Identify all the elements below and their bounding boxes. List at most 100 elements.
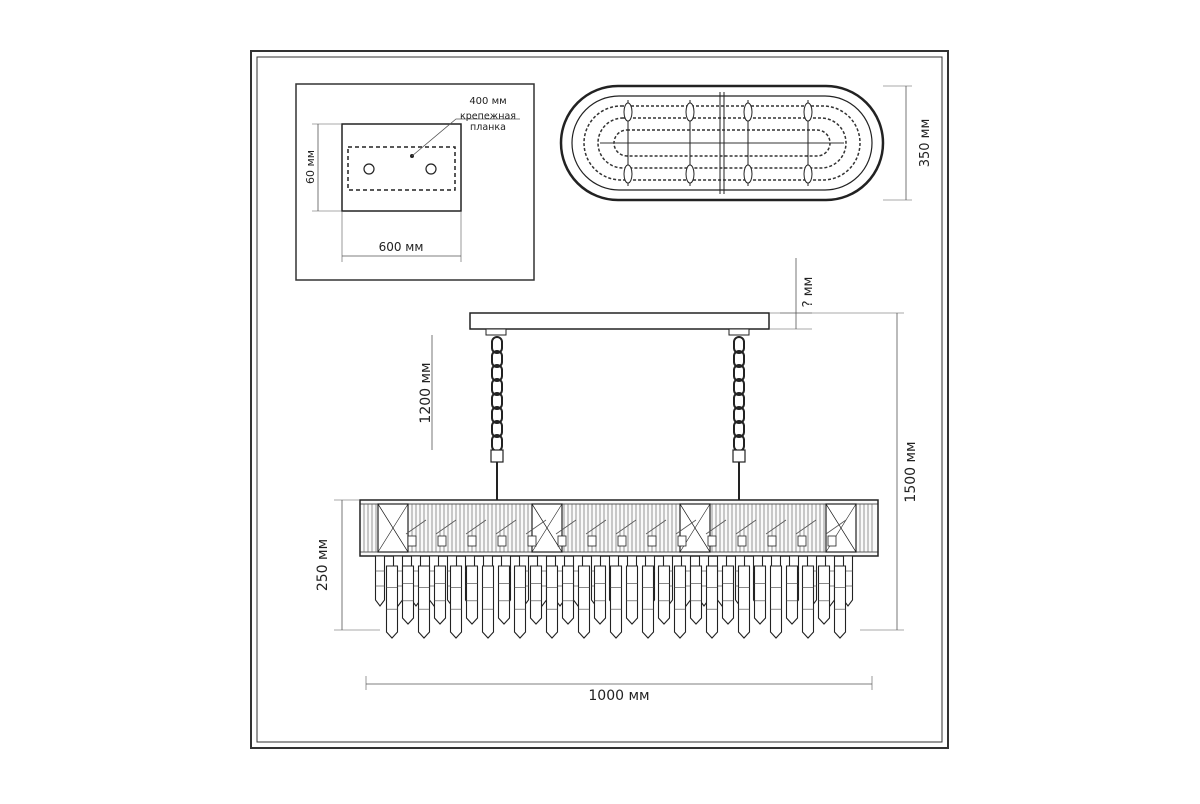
chain-link bbox=[491, 420, 503, 438]
hanging-crystal bbox=[785, 565, 799, 625]
top-view-ring-4 bbox=[597, 117, 847, 169]
chain-right bbox=[733, 336, 745, 452]
mount-plate-inset: 400 мм крепежная планка 60 мм 600 мм bbox=[295, 83, 535, 281]
body-bulb bbox=[557, 535, 567, 547]
body-height-label: 250 мм bbox=[315, 539, 331, 591]
chain-link bbox=[491, 406, 503, 424]
hanging-crystal bbox=[769, 565, 783, 639]
front-view: ? мм 1200 мм 1500 мм 250 мм 1000 мм bbox=[315, 258, 919, 704]
body-bulb bbox=[767, 535, 777, 547]
chain-left bbox=[491, 336, 503, 452]
body-bulb bbox=[617, 535, 627, 547]
body-ribs bbox=[363, 504, 873, 552]
hanging-crystal bbox=[417, 565, 431, 639]
hanging-crystal bbox=[529, 565, 543, 625]
hanging-crystal bbox=[817, 565, 831, 625]
body-wire bbox=[555, 519, 577, 535]
body-wire bbox=[435, 519, 457, 535]
hanging-crystal bbox=[385, 565, 399, 639]
chain-link bbox=[733, 336, 745, 354]
chain-link bbox=[733, 364, 745, 382]
chain-link bbox=[491, 378, 503, 396]
body-bulb bbox=[647, 535, 657, 547]
chain-connector-left bbox=[490, 449, 504, 463]
chain-link bbox=[491, 364, 503, 382]
hanging-crystal bbox=[689, 565, 703, 625]
body-bulb bbox=[737, 535, 747, 547]
top-view-bulb bbox=[623, 102, 633, 122]
hanging-crystal bbox=[577, 565, 591, 639]
body-bulb bbox=[467, 535, 477, 547]
chain-link bbox=[491, 350, 503, 368]
hanging-crystal bbox=[657, 565, 671, 625]
hanging-crystal bbox=[705, 565, 719, 639]
outer-frame bbox=[250, 50, 949, 749]
lamp-body bbox=[359, 499, 879, 557]
body-wire bbox=[525, 519, 547, 535]
top-view: 350 мм bbox=[559, 84, 933, 202]
body-wire bbox=[465, 519, 487, 535]
body-bulb bbox=[527, 535, 537, 547]
top-view-bulb bbox=[803, 102, 813, 122]
body-bulb bbox=[677, 535, 687, 547]
top-view-bulb bbox=[623, 164, 633, 184]
chain-link bbox=[733, 350, 745, 368]
top-view-bulb bbox=[685, 102, 695, 122]
body-square-facet bbox=[377, 503, 409, 553]
plate-size-label: 400 мм bbox=[469, 96, 506, 107]
body-wire bbox=[615, 519, 637, 535]
hanging-crystal bbox=[497, 565, 511, 625]
chain-link bbox=[733, 406, 745, 424]
hanging-crystal bbox=[641, 565, 655, 639]
body-square-facet bbox=[531, 503, 563, 553]
chain-link bbox=[491, 336, 503, 354]
canopy-hook-left bbox=[485, 328, 507, 336]
body-wire bbox=[735, 519, 757, 535]
body-bulbs bbox=[405, 519, 847, 547]
top-view-bulb bbox=[743, 164, 753, 184]
chain-link bbox=[733, 420, 745, 438]
body-bulb bbox=[797, 535, 807, 547]
hanging-crystal bbox=[465, 565, 479, 625]
body-wire bbox=[705, 519, 727, 535]
body-wire bbox=[765, 519, 787, 535]
hanging-crystal bbox=[433, 565, 447, 625]
body-wire bbox=[585, 519, 607, 535]
ceiling-canopy bbox=[469, 312, 770, 330]
top-view-bulb bbox=[743, 102, 753, 122]
body-wire bbox=[675, 519, 697, 535]
body-bulb bbox=[497, 535, 507, 547]
hanging-crystal bbox=[545, 565, 559, 639]
top-view-bulb bbox=[803, 164, 813, 184]
chain-connector-right bbox=[732, 449, 746, 463]
mounting-plate-outline bbox=[347, 146, 456, 191]
hanging-crystal bbox=[481, 565, 495, 639]
crystals-front-row bbox=[385, 565, 847, 639]
screw-hole-right bbox=[425, 163, 437, 175]
hanging-crystal bbox=[673, 565, 687, 639]
plate-leader-line bbox=[411, 118, 520, 157]
hanging-crystal bbox=[401, 565, 415, 625]
body-wire bbox=[795, 519, 817, 535]
hanging-crystal bbox=[374, 555, 386, 607]
hanging-crystal bbox=[833, 565, 847, 639]
top-depth-label: 350 мм bbox=[918, 119, 933, 168]
top-view-bulb bbox=[685, 164, 695, 184]
hanging-crystal bbox=[721, 565, 735, 625]
canopy-base bbox=[341, 123, 462, 212]
hanging-crystal bbox=[625, 565, 639, 625]
chain-link bbox=[733, 378, 745, 396]
gap-label: ? мм bbox=[801, 277, 816, 308]
chain-link bbox=[491, 392, 503, 410]
plate-name-line2: планка bbox=[470, 122, 506, 133]
canopy-hook-right bbox=[728, 328, 750, 336]
width-label: 1000 мм bbox=[588, 688, 649, 704]
top-view-ring-3 bbox=[583, 105, 861, 181]
body-wire bbox=[645, 519, 667, 535]
top-view-bars bbox=[623, 92, 813, 194]
total-height-label: 1500 мм bbox=[903, 441, 919, 502]
body-wire bbox=[495, 519, 517, 535]
body-bulb bbox=[407, 535, 417, 547]
